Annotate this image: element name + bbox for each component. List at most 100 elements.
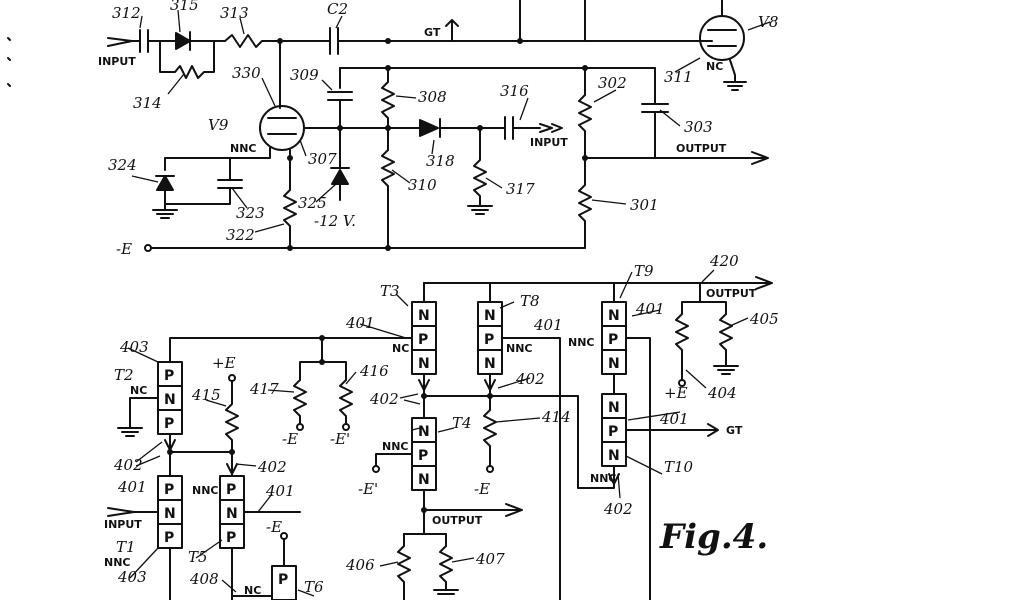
label-322: 322: [226, 226, 255, 244]
label-309: 309: [290, 66, 319, 84]
label-402-t3: 402: [369, 390, 399, 408]
label-323: 323: [236, 204, 265, 222]
t10-cell-3: N: [608, 448, 620, 464]
label-402-t10: 402: [603, 500, 633, 518]
label-neg-eprime-t4: -E': [358, 480, 378, 498]
label-415: 415: [191, 386, 221, 404]
label-nnc-t4: NNC: [382, 440, 409, 453]
label-neg-e-417: -E: [282, 430, 298, 448]
t6-cell-1: P: [278, 572, 288, 588]
label-308: 308: [418, 88, 447, 106]
label-nc-t3: NC: [392, 342, 409, 355]
label-nnc-t8: NNC: [506, 342, 533, 355]
t9-cell-1: N: [608, 308, 620, 324]
label-401-t5: 401: [265, 482, 295, 500]
label-303: 303: [684, 118, 713, 136]
transistor-t3: N P N: [411, 301, 437, 375]
label-output-right: OUTPUT: [706, 287, 757, 300]
label-317: 317: [506, 180, 535, 198]
label-nnc-v9: NNC: [230, 142, 257, 155]
label-406: 406: [345, 556, 375, 574]
label-314: 314: [133, 94, 162, 112]
label-nc-t2: NC: [130, 384, 147, 397]
bottom-circuit: N P N N P N N P N N P N N: [104, 252, 779, 600]
transistor-t1: P N P: [157, 475, 183, 549]
label-414: 414: [541, 408, 571, 426]
label-t6: T6: [304, 578, 324, 596]
label-plus-e-left: +E: [212, 354, 236, 372]
label-plus-e-right: +E: [664, 384, 688, 402]
label-output-top: OUTPUT: [676, 142, 727, 155]
label-403-bottom: 403: [117, 568, 147, 586]
label-402-t5: 402: [257, 458, 287, 476]
label-311: 311: [664, 68, 693, 86]
label-t8: T8: [520, 292, 540, 310]
t9-cell-3: N: [608, 356, 620, 372]
label-416: 416: [359, 362, 389, 380]
label-401-t10: 401: [659, 410, 689, 428]
label-t4: T4: [452, 414, 472, 432]
label-v9: V9: [208, 116, 229, 134]
t2-cell-2: N: [164, 392, 176, 408]
t2-cell-1: P: [164, 368, 174, 384]
t4-cell-3: N: [418, 472, 430, 488]
label-neg-eprime-416: -E': [330, 430, 350, 448]
transistor-t6: P: [271, 565, 297, 600]
t4-cell-1: N: [418, 424, 430, 440]
label-405: 405: [749, 310, 779, 328]
t5-cell-1: P: [226, 482, 236, 498]
t10-cell-2: P: [608, 424, 618, 440]
t8-cell-2: P: [484, 332, 494, 348]
t8-cell-3: N: [484, 356, 496, 372]
label-nc-v8: NC: [706, 60, 723, 73]
label-t10: T10: [664, 458, 694, 476]
label-gt-bottom: GT: [726, 424, 743, 437]
t3-cell-3: N: [418, 356, 430, 372]
transistor-t8: N P N: [477, 301, 503, 375]
t9-cell-2: P: [608, 332, 618, 348]
label-401-t9: 401: [635, 300, 665, 318]
label-402-t8: 402: [515, 370, 545, 388]
label-neg12v: -12 V.: [314, 212, 356, 230]
label-nnc-t1: NNC: [104, 556, 131, 569]
t8-cell-1: N: [484, 308, 496, 324]
transistor-t10: N P N: [601, 393, 627, 467]
label-v8: V8: [758, 13, 778, 31]
label-t1: T1: [116, 538, 136, 556]
label-401-t8: 401: [533, 316, 563, 334]
label-318: 318: [426, 152, 455, 170]
label-gt: GT: [424, 26, 441, 39]
label-403-top: 403: [119, 338, 149, 356]
label-302: 302: [598, 74, 627, 92]
top-circuit: 312 315 313 C2 GT V8 INPUT 314 330 309 3…: [98, 0, 778, 258]
label-404: 404: [707, 384, 737, 402]
t4-cell-2: P: [418, 448, 428, 464]
label-output-bottom: OUTPUT: [432, 514, 483, 527]
label-t5: T5: [188, 548, 208, 566]
label-324: 324: [108, 156, 137, 174]
label-c2: C2: [327, 0, 348, 18]
transistor-t5: P N P: [219, 475, 245, 549]
transistor-t9: N P N: [601, 301, 627, 375]
label-input-mid: INPUT: [530, 136, 568, 149]
label-408: 408: [189, 570, 219, 588]
label-417: 417: [249, 380, 279, 398]
label-307: 307: [308, 150, 337, 168]
t5-cell-3: P: [226, 530, 236, 546]
t3-cell-2: P: [418, 332, 428, 348]
label-t2: T2: [114, 366, 134, 384]
t1-cell-1: P: [164, 482, 174, 498]
label-402-t2: 402: [113, 456, 143, 474]
label-313: 313: [220, 4, 249, 22]
t1-cell-2: N: [164, 506, 176, 522]
label-nnc-t9: NNC: [568, 336, 595, 349]
label-316: 316: [500, 82, 529, 100]
label-nnc-t10: NNC: [590, 472, 617, 485]
t5-cell-2: N: [226, 506, 238, 522]
label-330: 330: [232, 64, 261, 82]
label-input-top: INPUT: [98, 55, 136, 68]
label-325: 325: [298, 194, 327, 212]
t10-cell-1: N: [608, 400, 620, 416]
label-input-bottom: INPUT: [104, 518, 142, 531]
label-401-t1: 401: [117, 478, 147, 496]
